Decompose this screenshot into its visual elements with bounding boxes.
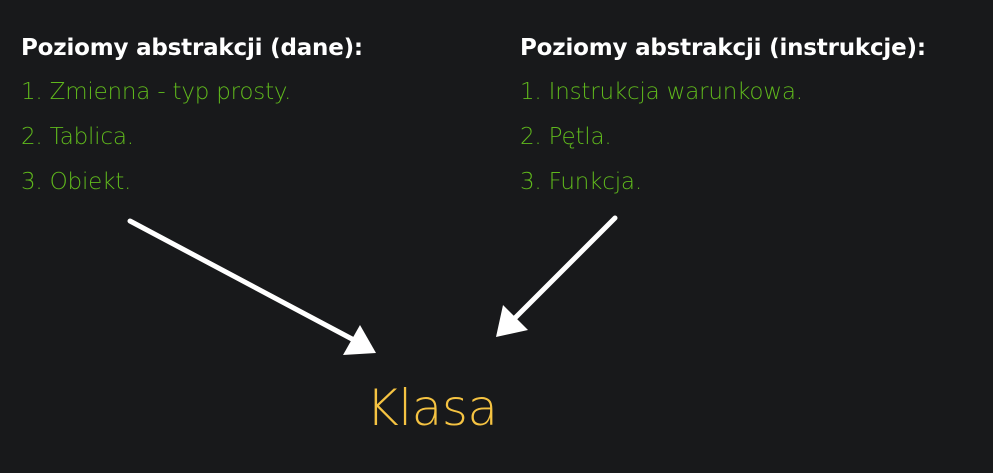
instruction-abstraction-heading: Poziomy abstrakcji (instrukcje): [520,35,926,61]
instruction-abstraction-item-2: 2. Pętla. [520,124,612,150]
instruction-abstraction-item-3: 3. Funkcja. [520,169,642,195]
data-abstraction-item-2: 2. Tablica. [21,124,134,150]
result-label-klasa: Klasa [366,379,498,437]
left-arrow [127,218,376,355]
data-abstraction-list: 1. Zmienna - typ prosty. 2. Tablica. 3. … [21,77,291,212]
instruction-abstraction-item-1: 1. Instrukcja warunkowa. [520,79,803,105]
instruction-abstraction-list: 1. Instrukcja warunkowa. 2. Pętla. 3. Fu… [520,77,803,212]
data-abstraction-item-1: 1. Zmienna - typ prosty. [21,79,292,105]
data-abstraction-heading: Poziomy abstrakcji (dane): [21,35,363,61]
right-arrow [496,215,618,337]
data-abstraction-item-3: 3. Obiekt. [21,169,132,195]
